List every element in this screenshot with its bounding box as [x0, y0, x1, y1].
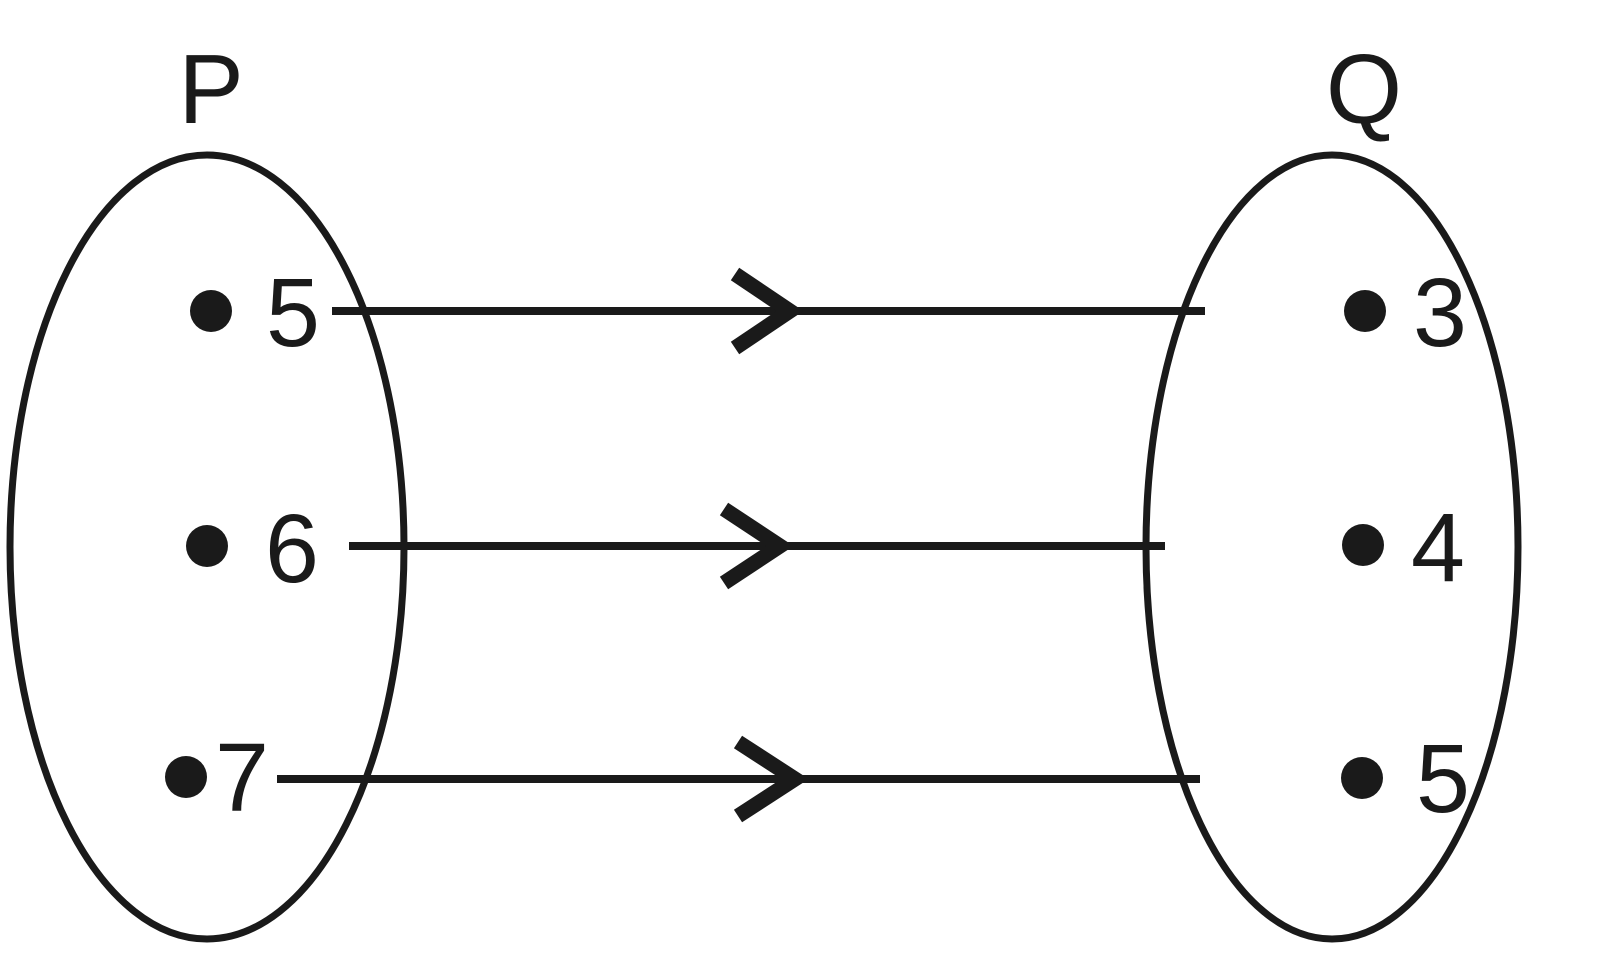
- element-dot-q-3: [1344, 290, 1386, 332]
- element-dot-q-5: [1341, 757, 1383, 799]
- element-dot-p-7: [165, 756, 207, 798]
- set-q-label: Q: [1326, 34, 1402, 144]
- element-p-5: 5: [266, 258, 320, 367]
- element-dot-p-5: [190, 290, 232, 332]
- element-q-4: 4: [1411, 493, 1465, 602]
- arrowhead-icon: [733, 735, 809, 823]
- element-p-7: 7: [215, 723, 269, 832]
- element-q-5: 5: [1416, 724, 1470, 833]
- arrowhead-icon: [719, 502, 794, 590]
- element-dot-q-4: [1342, 524, 1384, 566]
- arrowhead-icon: [730, 267, 804, 355]
- element-q-3: 3: [1413, 258, 1467, 367]
- element-dot-p-6: [186, 525, 228, 567]
- set-p-label: P: [178, 34, 243, 144]
- element-p-6: 6: [265, 494, 319, 603]
